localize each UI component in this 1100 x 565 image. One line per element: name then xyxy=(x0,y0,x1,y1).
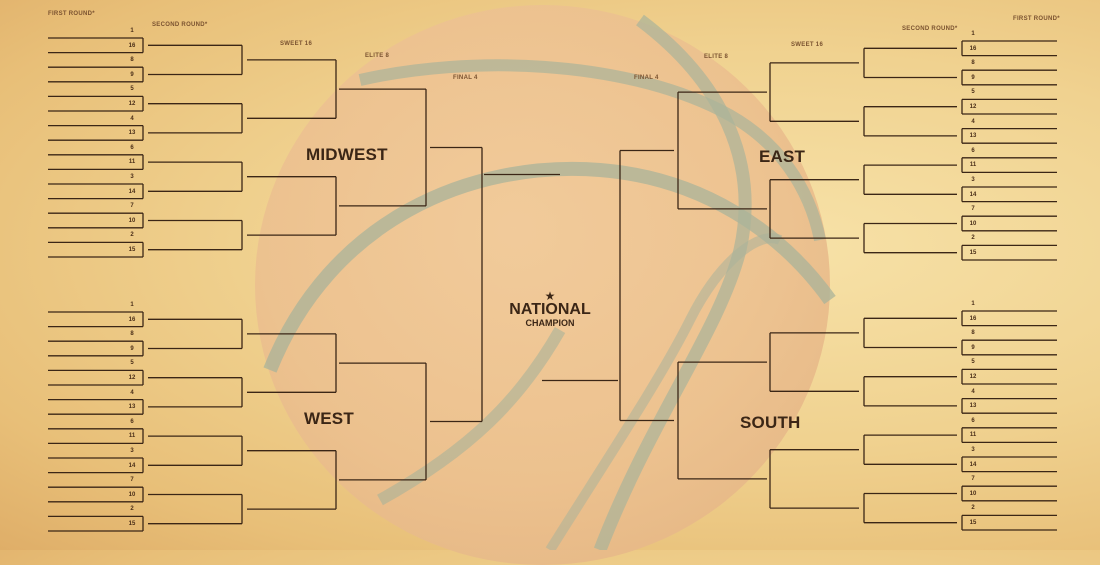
seed-number: 2 xyxy=(971,235,975,242)
seed-number: 7 xyxy=(971,206,975,213)
seed-number: 3 xyxy=(971,447,975,453)
seed-number: 13 xyxy=(128,130,136,137)
seed-number: 15 xyxy=(969,520,977,526)
seed-number: 1 xyxy=(971,31,975,37)
label-second-round-right: SECOND ROUND* xyxy=(902,26,958,32)
seed-number: 12 xyxy=(969,374,977,380)
label-sweet-16-right: SWEET 16 xyxy=(791,42,824,48)
seed-number: 6 xyxy=(971,147,975,154)
seed-number: 5 xyxy=(971,359,975,366)
seed-number: 10 xyxy=(969,220,977,227)
seed-number: 13 xyxy=(969,133,977,140)
seed-number: 9 xyxy=(130,345,134,352)
seed-number: 13 xyxy=(969,403,977,410)
seed-number: 11 xyxy=(128,159,136,166)
seed-number: 8 xyxy=(971,330,975,337)
region-east: EAST xyxy=(759,147,806,166)
label-final-4-left: FINAL 4 xyxy=(453,75,478,81)
seed-number: 16 xyxy=(969,45,977,52)
basketball-seams xyxy=(263,14,836,550)
seed-number: 9 xyxy=(130,71,134,78)
seed-number: 5 xyxy=(130,86,134,93)
seed-number: 9 xyxy=(971,74,975,81)
seed-number: 4 xyxy=(130,115,134,122)
seed-number: 12 xyxy=(128,375,136,381)
seed-number: 2 xyxy=(130,232,134,239)
seed-number: 12 xyxy=(969,104,977,110)
bracket-lines xyxy=(48,37,1057,532)
seed-number: 6 xyxy=(130,418,134,425)
seed-number: 8 xyxy=(971,60,975,67)
seed-number: 1 xyxy=(130,302,134,308)
seed-number: 1 xyxy=(130,28,134,34)
seed-number: 14 xyxy=(969,191,977,198)
region-west: WEST xyxy=(304,409,354,428)
national-champion-slot[interactable]: ★ NATIONAL CHAMPION xyxy=(500,290,600,328)
seed-number: 4 xyxy=(130,389,134,396)
seed-number: 16 xyxy=(128,316,136,323)
label-first-round-left: FIRST ROUND* xyxy=(48,11,95,17)
seed-number: 10 xyxy=(969,490,977,497)
seed-number: 8 xyxy=(130,57,134,64)
label-first-round-right: FIRST ROUND* xyxy=(1013,16,1060,22)
label-elite-8-right: ELITE 8 xyxy=(704,54,729,60)
label-final-4-right: FINAL 4 xyxy=(634,75,659,81)
seed-number: 15 xyxy=(128,247,136,253)
champion-title: NATIONAL xyxy=(509,301,591,318)
seed-number: 10 xyxy=(128,491,136,498)
seed-number: 15 xyxy=(128,521,136,527)
seed-number: 13 xyxy=(128,404,136,411)
seed-number: 7 xyxy=(130,477,134,484)
bracket-sheet: FIRST ROUND* SECOND ROUND* SWEET 16 ELIT… xyxy=(48,5,1060,565)
seed-number: 14 xyxy=(128,462,136,469)
star-icon: ★ xyxy=(544,289,556,303)
label-elite-8-left: ELITE 8 xyxy=(365,53,390,59)
seed-number: 6 xyxy=(971,417,975,424)
seed-number: 5 xyxy=(130,360,134,367)
seed-number: 3 xyxy=(130,448,134,454)
seed-number: 3 xyxy=(130,174,134,180)
seed-number: 12 xyxy=(128,101,136,107)
seed-number: 11 xyxy=(128,433,136,440)
champion-subtitle: CHAMPION xyxy=(525,318,575,328)
seed-number: 16 xyxy=(969,315,977,322)
seed-number: 16 xyxy=(128,42,136,49)
seed-number: 11 xyxy=(969,162,977,169)
seed-number: 2 xyxy=(130,506,134,513)
seed-number: 6 xyxy=(130,144,134,151)
seed-number: 7 xyxy=(971,476,975,483)
seed-number: 8 xyxy=(130,331,134,338)
seed-number: 7 xyxy=(130,203,134,210)
region-south: SOUTH xyxy=(740,413,801,432)
seed-number: 4 xyxy=(971,118,975,125)
seed-number: 11 xyxy=(969,432,977,439)
seed-number: 3 xyxy=(971,177,975,183)
seed-number: 14 xyxy=(128,188,136,195)
seed-number: 14 xyxy=(969,461,977,468)
region-midwest: MIDWEST xyxy=(306,145,388,164)
label-sweet-16-left: SWEET 16 xyxy=(280,41,313,47)
seed-number: 15 xyxy=(969,250,977,256)
seed-number: 4 xyxy=(971,388,975,395)
label-second-round-left: SECOND ROUND* xyxy=(152,22,208,28)
seed-number: 2 xyxy=(971,505,975,512)
seed-number: 1 xyxy=(971,301,975,307)
seed-number: 9 xyxy=(971,344,975,351)
seed-number: 10 xyxy=(128,217,136,224)
seed-number: 5 xyxy=(971,89,975,96)
